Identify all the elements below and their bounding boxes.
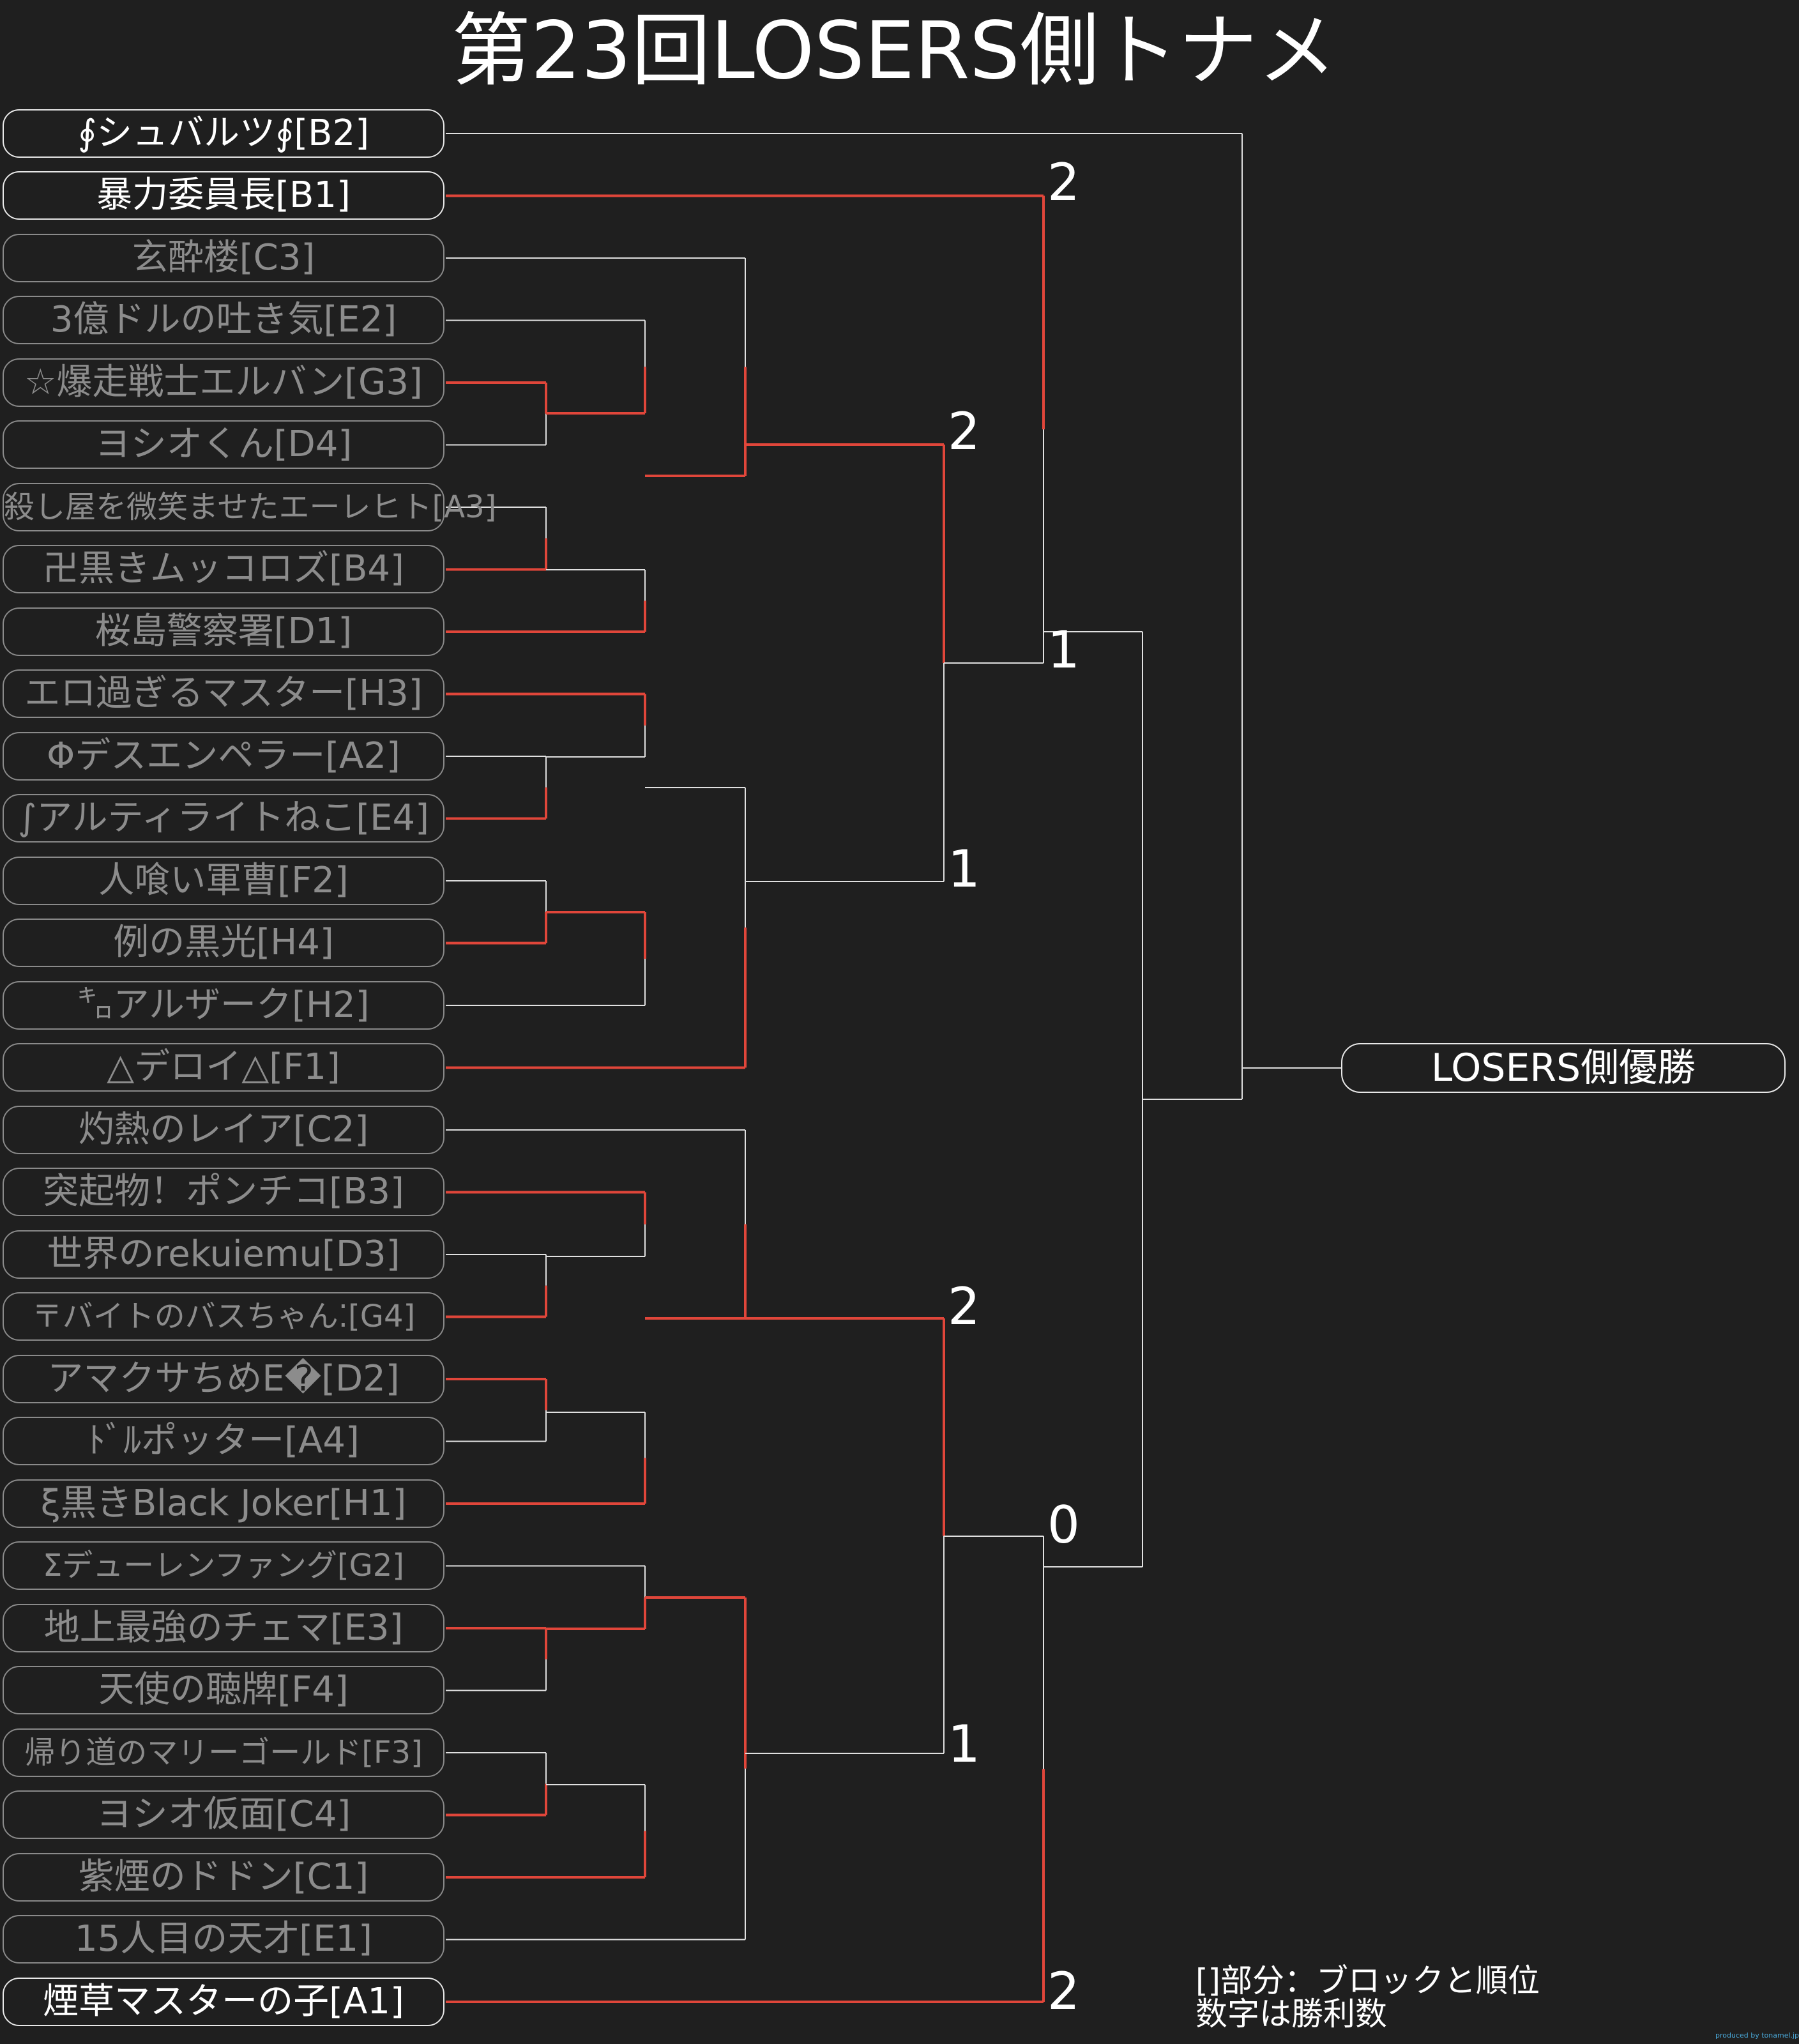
entry-4[interactable]: 3億ドルの吐き気[E2] — [3, 296, 444, 344]
entry-2[interactable]: 暴力委員長[B1] — [3, 171, 444, 220]
entry-12[interactable]: ∫アルティライトねこ[E4] — [3, 794, 444, 843]
entry-31[interactable]: 煙草マスターの子[A1] — [3, 1978, 444, 2026]
score-upper-semifinal-top: 2 — [948, 402, 980, 461]
score-b1: 2 — [1047, 153, 1080, 212]
entry-7[interactable]: 殺し屋を微笑ませたエーレヒト[A3] — [3, 483, 496, 531]
entry-3[interactable]: 玄酔楼[C3] — [3, 234, 444, 282]
entry-8[interactable]: 卍黒きムッコロズ[B4] — [3, 545, 444, 593]
credit-text: produced by tonamel.jp — [1715, 2031, 1799, 2040]
score-a1: 2 — [1047, 1962, 1080, 2021]
score-lower-final: 0 — [1047, 1495, 1080, 1555]
entry-29[interactable]: 紫煙のドドン[C1] — [3, 1853, 444, 1902]
entry-24[interactable]: Σデューレンファング[G2] — [3, 1541, 444, 1590]
entry-21[interactable]: アマクサちめE�[D2] — [3, 1355, 444, 1403]
entry-18[interactable]: 突起物！ポンチコ[B3] — [3, 1168, 444, 1216]
entry-15[interactable]: ㌔アルザーク[H2] — [3, 981, 444, 1030]
entry-14[interactable]: 例の黒光[H4] — [3, 919, 444, 967]
score-upper-final: 1 — [1047, 620, 1080, 680]
score-lower-semifinal-top: 2 — [948, 1277, 980, 1336]
page-title: 第23回LOSERS側トナメ — [452, 5, 1337, 97]
entry-27[interactable]: 帰り道のマリーゴールド[F3] — [3, 1728, 444, 1777]
legend-block-rank: []部分：ブロックと順位 — [1196, 1962, 1540, 1999]
entry-13[interactable]: 人喰い軍曹[F2] — [3, 857, 444, 905]
entry-19[interactable]: 世界のrekuiemu[D3] — [3, 1230, 444, 1279]
entry-9[interactable]: 桜島警察署[D1] — [3, 607, 444, 656]
entry-26[interactable]: 天使の聴牌[F4] — [3, 1666, 444, 1714]
entry-6[interactable]: ヨシオくん[D4] — [3, 420, 444, 469]
entry-5[interactable]: ☆爆走戦士エルバン[G3] — [3, 358, 444, 407]
entry-1[interactable]: ∮シュバルツ∮[B2] — [3, 109, 444, 158]
entry-25[interactable]: 地上最強のチェマ[E3] — [3, 1604, 444, 1652]
legend-wins: 数字は勝利数 — [1196, 1995, 1387, 2033]
entry-22[interactable]: ﾄﾞﾙポッター[A4] — [3, 1417, 444, 1465]
winner-box[interactable]: LOSERS側優勝 — [1341, 1043, 1786, 1093]
entry-17[interactable]: 灼熱のレイア[C2] — [3, 1106, 444, 1154]
entry-10[interactable]: エロ過ぎるマスター[H3] — [3, 669, 444, 718]
entry-30[interactable]: 15人目の天才[E1] — [3, 1915, 444, 1964]
legend: []部分：ブロックと順位 数字は勝利数 — [1196, 1964, 1540, 2031]
entry-28[interactable]: ヨシオ仮面[C4] — [3, 1790, 444, 1839]
score-upper-semifinal-bottom: 1 — [948, 839, 980, 899]
entry-20[interactable]: 〒バイトのバスちゃん⁚[G4] — [3, 1292, 444, 1341]
entry-11[interactable]: Φデスエンペラー[A2] — [3, 732, 444, 781]
entry-23[interactable]: ξ黒きBlack Joker[H1] — [3, 1479, 444, 1528]
score-lower-semifinal-bottom: 1 — [948, 1714, 980, 1774]
entry-16[interactable]: △デロイ△[F1] — [3, 1043, 444, 1092]
